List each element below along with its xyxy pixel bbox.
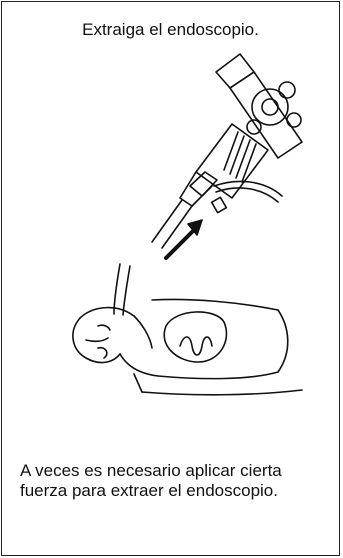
instruction-note: A veces es necesario aplicar cierta fuer… (20, 461, 320, 501)
endoscope-illustration (2, 2, 341, 452)
arrow-up-right-icon (166, 220, 202, 258)
patient-icon (73, 299, 302, 394)
endoscope-icon (152, 54, 302, 248)
